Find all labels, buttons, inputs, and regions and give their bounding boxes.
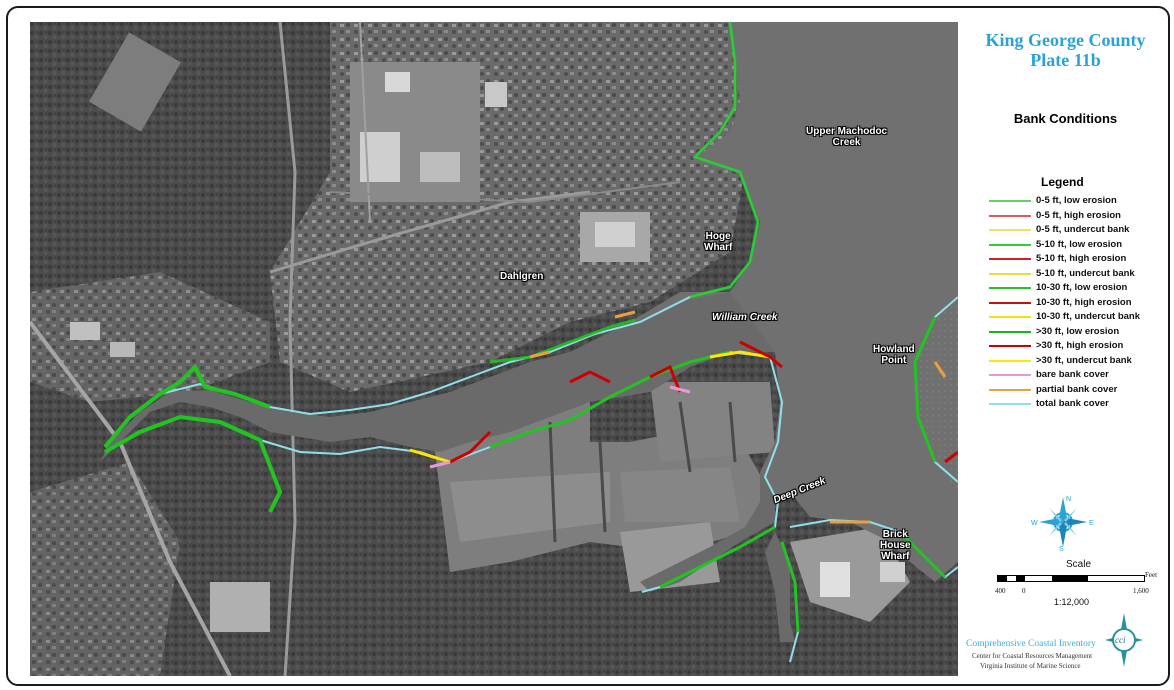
label-brick-house-wharf: Brick House Wharf [880, 529, 911, 562]
title-line-2: Plate 11b [1030, 50, 1101, 70]
legend-label: partial bank cover [1036, 383, 1118, 395]
legend-swatch [989, 243, 1031, 246]
label-upper-machodoc: Upper Machodoc Creek [806, 126, 887, 148]
legend-label: >30 ft, undercut bank [1036, 354, 1132, 366]
legend-swatch [989, 316, 1031, 318]
legend-label: 10-30 ft, high erosion [1036, 296, 1132, 308]
legend-swatch [989, 359, 1031, 362]
legend-label: 5-10 ft, low erosion [1036, 238, 1123, 250]
legend-swatch [989, 287, 1031, 289]
compass-w: W [1031, 520, 1038, 527]
plate-frame: Upper Machodoc Creek Hoge Wharf Dahlgren… [6, 6, 1170, 686]
legend-swatch [989, 214, 1031, 217]
label-brick-line1: Brick [882, 529, 908, 540]
cci-logo-icon: cci [1105, 613, 1143, 667]
legend-swatch [989, 330, 1031, 333]
title-line-1: King George County [985, 30, 1146, 50]
legend-swatch [989, 200, 1031, 202]
credit-line-2: Center for Coastal Resources Management [972, 652, 1093, 660]
map-graphic [30, 22, 958, 676]
legend-label: >30 ft, low erosion [1036, 325, 1120, 337]
legend-swatch [989, 301, 1031, 304]
scale-unit: Feet [1145, 571, 1158, 579]
label-upper-machodoc-line2: Creek [832, 137, 861, 148]
legend-swatch [989, 272, 1031, 275]
label-william-creek: William Creek [712, 312, 778, 323]
legend-label: >30 ft, high erosion [1036, 340, 1124, 351]
cci-logo-text: cci [1115, 635, 1126, 645]
legend-swatch [989, 345, 1031, 347]
label-howland-line2: Point [881, 355, 907, 366]
label-hoge-line1: Hoge [705, 231, 731, 242]
legend-swatch [989, 388, 1031, 391]
subtitle: Bank Conditions [1013, 111, 1118, 126]
scale-tick-1600: 1,600 [1133, 587, 1149, 595]
legend-panel: King George County Plate 11b Bank Condit… [963, 8, 1168, 684]
label-upper-machodoc-line1: Upper Machodoc [806, 126, 888, 137]
compass-rose-icon: N S W E [1031, 496, 1094, 553]
legend-label: 10-30 ft, low erosion [1036, 282, 1128, 293]
label-brick-line2: House [880, 540, 911, 551]
scale-seg-1 [998, 576, 1007, 581]
legend-swatch [989, 403, 1031, 405]
legend-swatch [989, 229, 1031, 231]
legend-title: Legend [1041, 175, 1084, 189]
legend-label: 0-5 ft, undercut bank [1036, 224, 1130, 235]
scale-label: Scale [1066, 559, 1092, 570]
label-howland-line1: Howland [873, 344, 915, 355]
scale-seg-4 [1116, 576, 1144, 581]
credit-line-1: Comprehensive Coastal Inventory [966, 639, 1096, 649]
scale-bar [997, 575, 1145, 582]
compass-s: S [1059, 546, 1064, 553]
legend-label: 5-10 ft, high erosion [1036, 253, 1127, 264]
scale-tick-0: 0 [1022, 587, 1026, 595]
legend-label: 5-10 ft, undercut bank [1036, 267, 1135, 279]
legend-label: total bank cover [1036, 398, 1109, 409]
legend-swatch [989, 374, 1031, 376]
compass-n: N [1066, 496, 1071, 503]
label-hoge-wharf: Hoge Wharf [704, 231, 732, 253]
scale-seg-3 [1052, 576, 1088, 581]
scale-tick-400: 400 [995, 587, 1006, 595]
credit-line-3: Virginia Institute of Marine Science [980, 662, 1081, 670]
label-howland-point: Howland Point [873, 344, 915, 366]
label-brick-line3: Wharf [881, 551, 910, 562]
legend-label: bare bank cover [1036, 369, 1109, 380]
legend-swatch [989, 258, 1031, 260]
legend-label: 10-30 ft, undercut bank [1036, 311, 1140, 322]
label-hoge-line2: Wharf [704, 242, 733, 253]
legend-label: 0-5 ft, high erosion [1036, 209, 1121, 221]
legend-label: 0-5 ft, low erosion [1036, 195, 1117, 206]
scale-ratio: 1:12,000 [1054, 597, 1090, 607]
scale-seg-2 [1016, 576, 1025, 581]
compass-e: E [1089, 520, 1094, 527]
label-dahlgren: Dahlgren [500, 271, 544, 282]
aerial-map[interactable]: Upper Machodoc Creek Hoge Wharf Dahlgren… [30, 22, 958, 676]
